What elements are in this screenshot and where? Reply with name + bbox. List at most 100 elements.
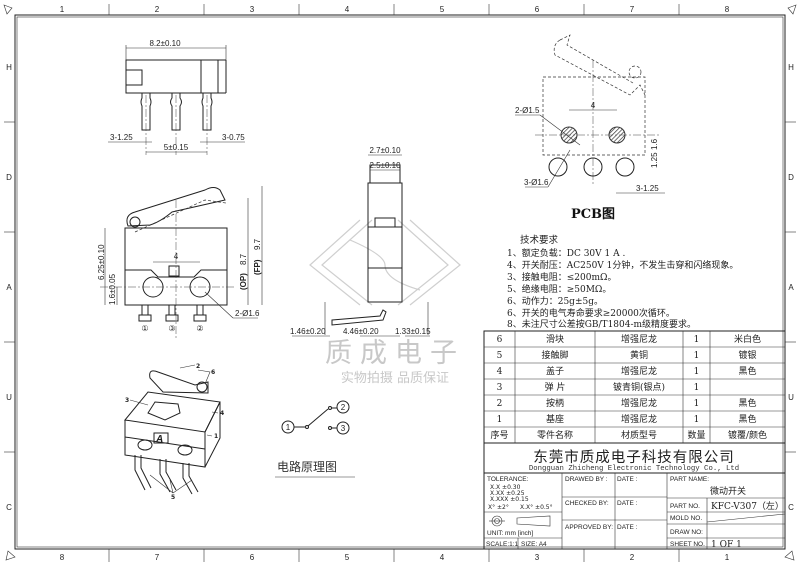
border-letter: D [788, 173, 794, 182]
border-letter: C [6, 503, 12, 512]
bom-cell: 1 [694, 399, 700, 409]
tech-requirement-item: 8、未注尺寸公差按GB/T1804-m级精度要求。 [507, 318, 696, 330]
isometric-mark: A [155, 434, 163, 445]
watermark: 质成电子 实物拍摄 品质保证 [309, 219, 465, 386]
border-number: 7 [630, 5, 635, 14]
bom-cell: 弹 片 [545, 381, 566, 393]
border-number: 1 [60, 5, 65, 14]
bom-cell: 1 [694, 367, 700, 377]
dimension-label: 3-Ø1.6 [524, 178, 549, 187]
tech-requirements-title: 技术要求 [520, 234, 559, 246]
border-letter: D [6, 173, 12, 182]
dimension-label: 8.2±0.10 [149, 39, 181, 48]
dimension-label: 1.25 [650, 152, 659, 168]
part-no-label: PART NO. [670, 503, 700, 510]
border-letter: A [788, 283, 794, 292]
bom-cell: 黄铜 [630, 349, 648, 361]
tech-requirement-item: 6、动作力：25g±5g。 [507, 295, 603, 307]
bom-cell: 3 [497, 383, 503, 393]
date-label: DATE : [617, 524, 638, 531]
tolerance-title: TOLERANCE: [487, 476, 529, 483]
bom-cell: 1 [694, 383, 700, 393]
callout-number: 6 [211, 369, 215, 376]
border-number: 2 [630, 553, 635, 562]
border-number: 4 [345, 5, 350, 14]
bom-cell: 滑块 [546, 333, 564, 345]
border-number: 1 [725, 553, 730, 562]
circuit-node: 2 [341, 403, 346, 412]
dimension-label: 1.46±0.20 [290, 327, 326, 336]
border-letter: U [788, 393, 794, 402]
callout-number: 2 [196, 363, 200, 370]
dimension-label: 5±0.15 [164, 143, 189, 152]
dimension-label: 4 [591, 101, 596, 110]
dimension-label: 6.25±0.10 [97, 244, 106, 280]
dimension-label: 3-0.75 [222, 133, 245, 142]
bom-header-cell: 零件名称 [537, 429, 573, 441]
tolerance-value: X.XX ±0.25 [490, 490, 525, 497]
bom-table [483, 330, 786, 444]
border-number: 3 [250, 5, 255, 14]
bom-cell: 黑色 [738, 397, 756, 409]
bom-cell: 基座 [546, 413, 564, 425]
bom-header-cell: 材质型号 [621, 429, 657, 441]
angle-tolerance: X° ±2° [488, 504, 509, 511]
company-name-cn: 东莞市质成电子科技有限公司 [533, 449, 735, 466]
callout-number: 5 [171, 494, 175, 501]
border-number: 2 [155, 5, 160, 14]
bom-header-cell: 镀覆/颜色 [728, 429, 767, 441]
front-view: 6.25±0.10 1.6±0.05 4 8.7 (OP) 9.7 (FP) 2… [97, 186, 263, 340]
bom-cell: 1 [694, 415, 700, 425]
circuit-node: 1 [286, 423, 291, 432]
callout-number: 3 [125, 397, 129, 404]
draw-no-label: DRAW NO: [670, 529, 703, 536]
border-number: 5 [345, 553, 350, 562]
bom-cell: 增强尼龙 [621, 333, 657, 345]
tech-requirement-item: 6、开关的电气寿命要求≥20000次循环。 [507, 307, 675, 319]
bom-cell: 铍青铜(银点) [613, 381, 665, 393]
unit-label: UNIT: mm [inch] [487, 530, 533, 537]
bom-cell: 2 [497, 399, 503, 409]
dimension-label: (FP) [253, 259, 262, 275]
tolerance-value: X.X ±0.30 [490, 484, 521, 491]
drawing-frame: 1 2 3 4 5 6 7 8 8 7 6 5 4 3 2 1 H D A U … [3, 4, 797, 562]
sheet-no-value: 1 OF 1 [711, 540, 742, 550]
dimension-label: 2-Ø1.5 [515, 106, 540, 115]
callout-number: 1 [214, 433, 218, 440]
bom-cell: 黑色 [738, 365, 756, 377]
dimension-label: 1.33±0.15 [395, 327, 431, 336]
border-letter: H [6, 63, 12, 72]
bom-cell: 接触脚 [541, 349, 568, 361]
dimension-label: 8.7 [239, 253, 248, 265]
border-letter: H [788, 63, 794, 72]
bom-cell: 1 [694, 351, 700, 361]
bom-header-cell: 序号 [490, 429, 508, 441]
pin-label: ① [141, 324, 148, 333]
bom-cell: 盖子 [546, 365, 564, 377]
border-number: 8 [60, 553, 65, 562]
date-label: DATE : [617, 500, 638, 507]
pin-label: ② [196, 324, 203, 333]
dimension-label: 4.46±0.20 [343, 327, 379, 336]
watermark-slogan: 实物拍摄 品质保证 [341, 371, 449, 386]
border-letter: U [6, 393, 12, 402]
border-number: 6 [535, 5, 540, 14]
circuit-title: 电路原理图 [277, 459, 337, 474]
border-number: 5 [440, 5, 445, 14]
company-name-en: Dongguan Zhicheng Electronic Technology … [529, 465, 739, 473]
circuit-node: 3 [341, 424, 346, 433]
bom-cell: 增强尼龙 [621, 397, 657, 409]
part-name-value: 微动开关 [710, 485, 746, 497]
dimension-label: 3-1.25 [110, 133, 133, 142]
angle-tolerance: X.X° ±0.5° [520, 504, 553, 511]
size-label: SIZE: A4 [521, 541, 547, 548]
top-view: 8.2±0.10 3-1.25 5±0.15 3-0.75 [108, 39, 245, 155]
title-block: 东莞市质成电子科技有限公司 Dongguan Zhicheng Electron… [483, 442, 786, 550]
border-letter: C [788, 503, 794, 512]
watermark-name: 质成电子 [325, 338, 465, 369]
part-name-label: PART NAME: [670, 476, 709, 483]
